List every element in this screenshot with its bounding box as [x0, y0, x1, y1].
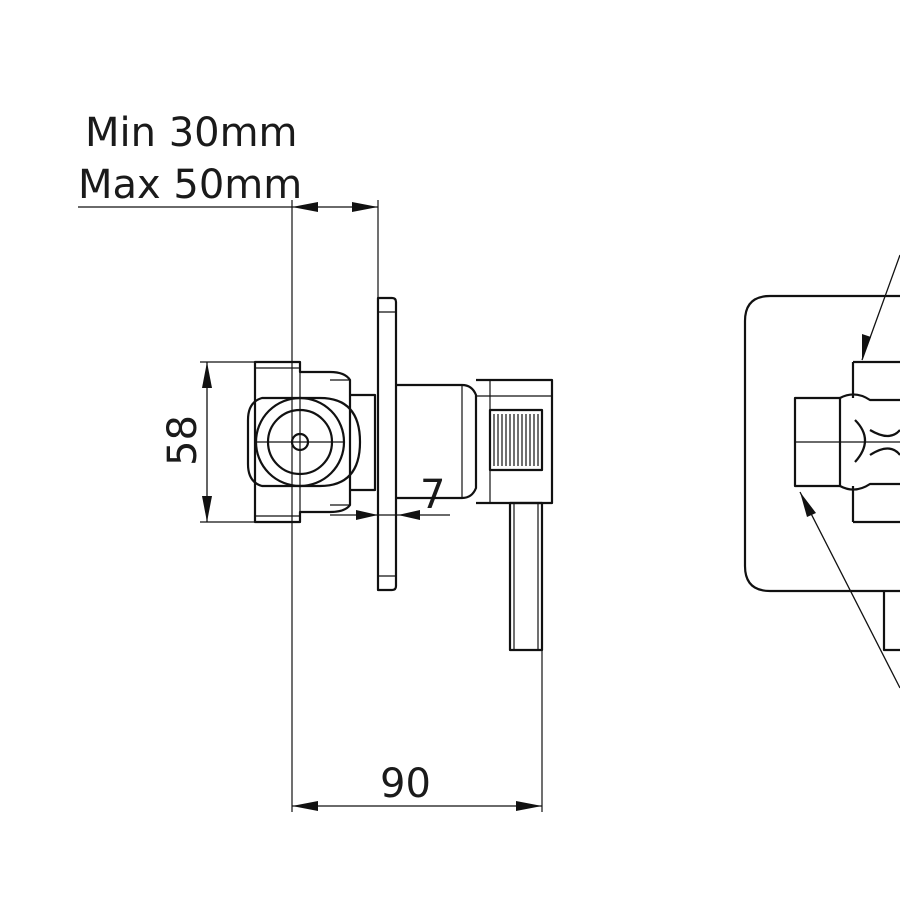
gap-arrow-left — [398, 510, 420, 520]
lever-handle — [508, 501, 544, 652]
flange-gap-label: 7 — [420, 472, 445, 518]
gap-arrow-right — [356, 510, 378, 520]
height-label: 58 — [160, 415, 206, 466]
depth-note: Min 30mm Max 50mm — [78, 110, 378, 212]
height-dimension: 58 — [160, 362, 212, 522]
height-arrow-top — [202, 362, 212, 388]
depth-max-label: Max 50mm — [78, 162, 302, 208]
leader-lower — [799, 491, 900, 689]
knurling — [493, 414, 539, 466]
total-depth-label: 90 — [380, 761, 431, 807]
mixer-front-view — [743, 254, 900, 689]
wall-plate — [376, 296, 398, 592]
total-depth-dimension: 90 — [292, 761, 542, 811]
front-plate — [743, 294, 900, 593]
knurled-cartridge — [488, 408, 544, 472]
depth-min-label: Min 30mm — [85, 110, 298, 156]
depth-arrow-right — [352, 202, 378, 212]
depth-arrow-left — [292, 202, 318, 212]
total-arrow-left — [292, 801, 318, 811]
extension-lines — [200, 200, 543, 812]
height-arrow-bottom — [202, 496, 212, 522]
flange-gap-dimension: 7 — [330, 472, 450, 520]
total-arrow-right — [516, 801, 542, 811]
mixer-side-view — [246, 296, 554, 652]
